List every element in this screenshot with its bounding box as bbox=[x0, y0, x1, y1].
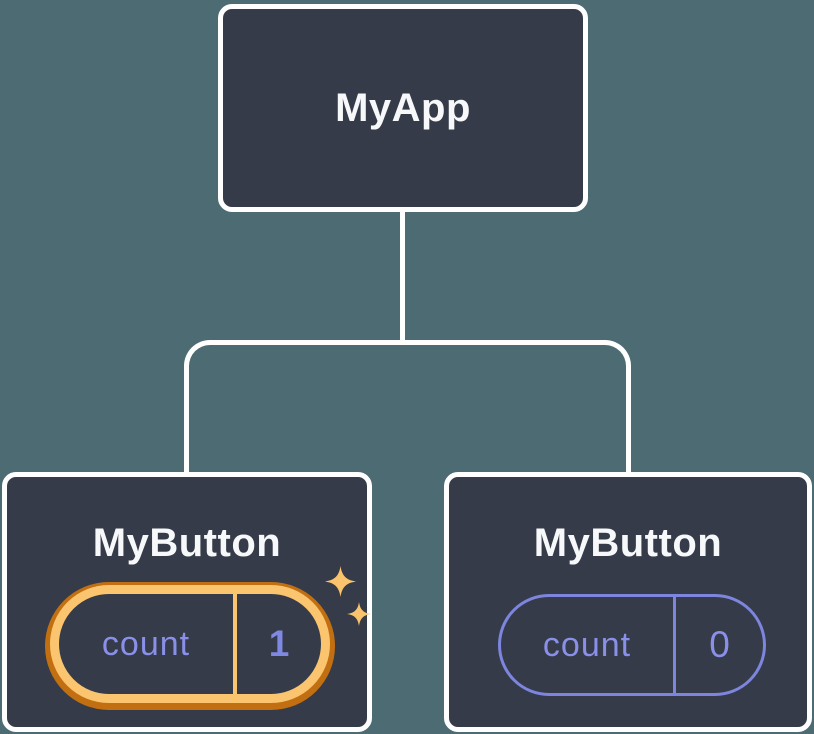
state-key-label: count bbox=[101, 624, 191, 663]
component-node-myapp: MyApp bbox=[218, 4, 588, 212]
state-pill-plain: count 0 bbox=[498, 594, 766, 696]
connector-branch-lines bbox=[184, 340, 631, 472]
state-value-cell: 0 bbox=[676, 597, 763, 693]
connector-stem-line bbox=[400, 210, 405, 343]
state-value: 0 bbox=[709, 624, 730, 665]
state-value: 1 bbox=[268, 623, 290, 664]
component-label: MyButton bbox=[533, 521, 723, 565]
state-key-cell: count bbox=[59, 594, 233, 694]
pill-divider bbox=[673, 597, 676, 693]
sparkles-icon bbox=[325, 566, 371, 626]
pill-divider bbox=[233, 594, 237, 694]
component-node-mybutton-updated: MyButton count 1 bbox=[2, 472, 372, 732]
component-node-mybutton-plain: MyButton count 0 bbox=[444, 472, 812, 732]
state-key-label: count bbox=[542, 625, 632, 664]
state-pill-highlighted: count 1 bbox=[50, 585, 330, 703]
component-label: MyApp bbox=[335, 86, 471, 130]
state-key-cell: count bbox=[501, 597, 673, 693]
component-label: MyButton bbox=[92, 521, 282, 565]
state-value-cell: 1 bbox=[237, 594, 321, 694]
